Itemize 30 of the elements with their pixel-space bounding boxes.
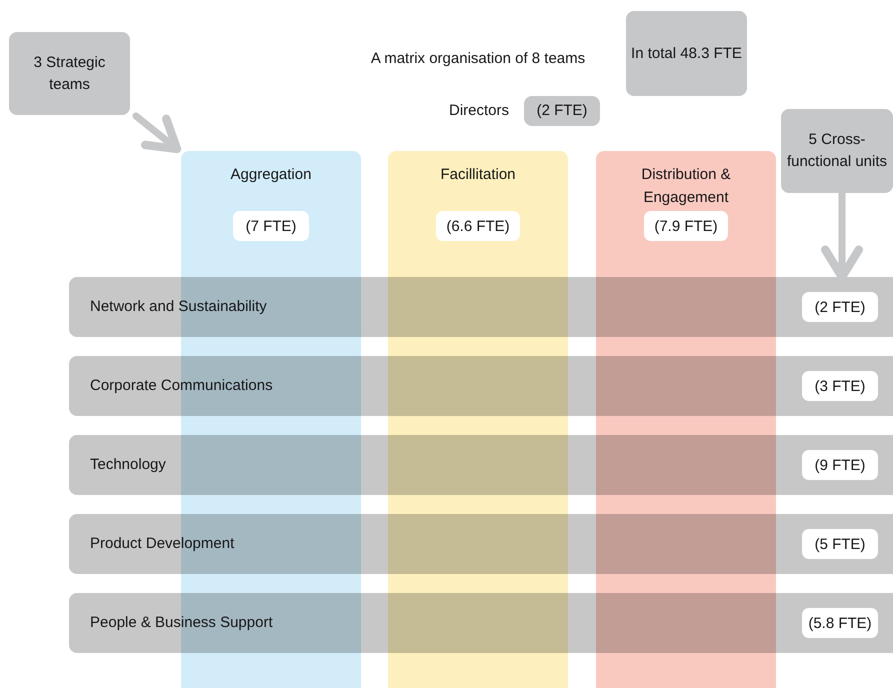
row-heading: Network and Sustainability [90, 297, 267, 317]
fte-badge: (2 FTE) [802, 292, 878, 322]
unit-row [69, 277, 893, 337]
unit-row [69, 435, 893, 495]
note-box: In total 48.3 FTE [626, 11, 747, 96]
fte-badge: (9 FTE) [802, 450, 878, 480]
diagram-title: A matrix organisation of 8 teams [370, 50, 586, 67]
arrow [132, 112, 182, 154]
unit-row [69, 593, 893, 653]
row-heading: People & Business Support [90, 613, 273, 633]
column-heading: Aggregation [230, 165, 312, 185]
unit-row [69, 356, 893, 416]
team-column [596, 151, 776, 688]
fte-badge: (6.6 FTE) [436, 211, 520, 241]
row-heading: Product Development [90, 534, 234, 554]
unit-row [69, 514, 893, 574]
team-column [388, 151, 568, 688]
note-box: 3 Strategic teams [9, 32, 130, 115]
fte-badge: (5 FTE) [802, 529, 878, 559]
director-label: Directors [448, 102, 509, 119]
fte-badge: (5.8 FTE) [802, 608, 878, 638]
note-box: 5 Cross-functional units [781, 109, 893, 193]
fte-badge: (7 FTE) [233, 211, 309, 241]
row-heading: Corporate Communications [90, 376, 273, 396]
fte-badge: (7.9 FTE) [644, 211, 728, 241]
column-heading: Facillitation [439, 165, 517, 185]
row-heading: Technology [90, 455, 166, 475]
column-heading: Distribution & Engagement [640, 165, 732, 208]
fte-badge: (2 FTE) [524, 96, 600, 126]
fte-badge: (3 FTE) [802, 371, 878, 401]
